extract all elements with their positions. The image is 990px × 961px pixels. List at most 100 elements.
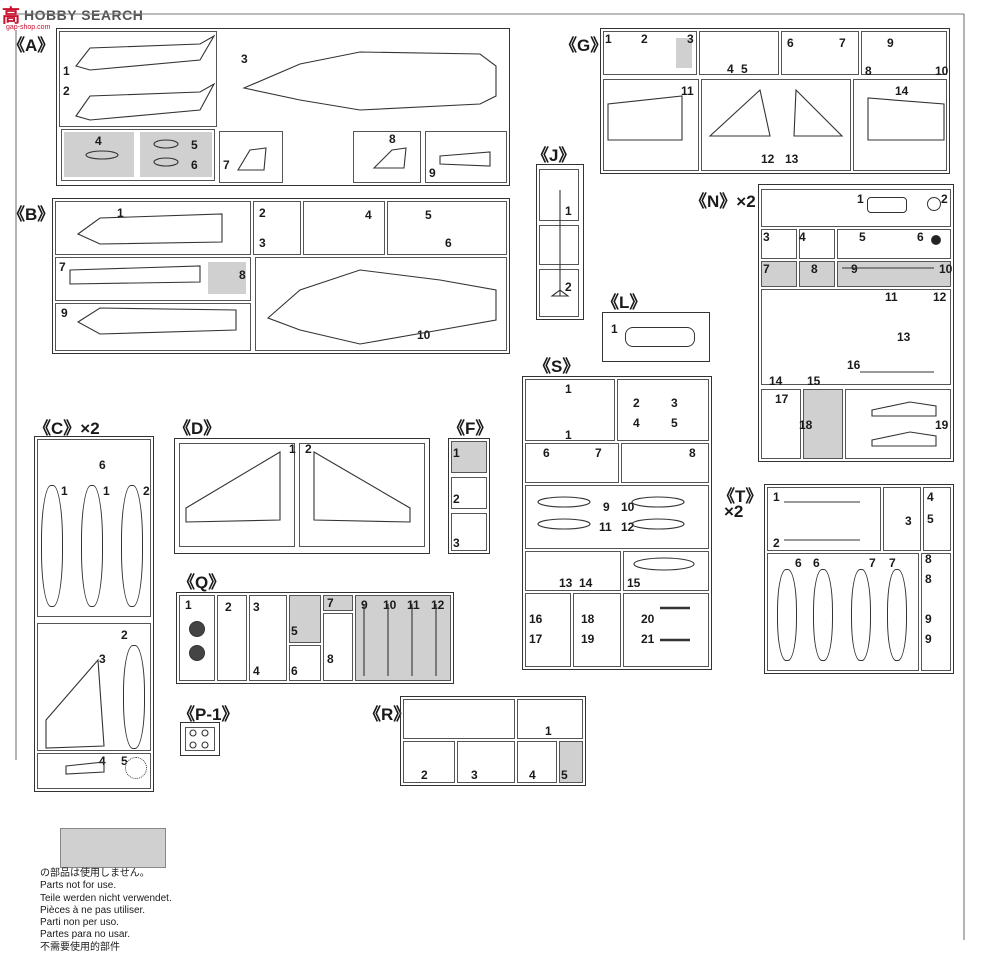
- runner-t-cell-3: [883, 487, 921, 551]
- runner-s-part-3: 3: [671, 396, 678, 410]
- runner-t-tank-7a: [851, 569, 871, 661]
- runner-q-part-12: 12: [431, 598, 445, 612]
- runner-s-cell-1: [525, 379, 615, 441]
- runner-t-part-4: 4: [927, 490, 934, 504]
- runner-s-part-20: 20: [641, 612, 655, 626]
- runner-l-part-1: 1: [611, 322, 618, 336]
- runner-a-fuselage-1: [75, 34, 216, 71]
- runner-g-wing-14: [867, 97, 945, 141]
- runner-g-part-7: 7: [839, 36, 846, 50]
- runner-q-part-1: 1: [185, 598, 192, 612]
- runner-s-pod-11: [537, 518, 591, 530]
- runner-j-part-2: 2: [565, 280, 572, 294]
- runner-q-cell-6: [289, 645, 321, 681]
- runner-n-part-17: 17: [775, 392, 789, 406]
- runner-a-part-4-shape: [85, 150, 119, 160]
- runner-n-part-6-shape: [931, 235, 941, 245]
- runner-b-cell-7: [55, 257, 251, 301]
- runner-j-part-1: 1: [565, 204, 572, 218]
- runner-b-cell-2-3: [253, 201, 301, 255]
- runner-q-shade-5: [289, 595, 321, 643]
- runner-t-tank-6a: [777, 569, 797, 661]
- runner-g-part-4: 4: [727, 62, 734, 76]
- runner-c-tank-2a: [121, 485, 143, 607]
- runner-t-multiplier: ×2: [724, 502, 744, 521]
- runner-s-part-16: 16: [529, 612, 543, 626]
- runner-c-cell-bottom: [37, 753, 151, 789]
- runner-q-part-3: 3: [253, 600, 260, 614]
- runner-a-part-8-shape: [372, 147, 407, 169]
- runner-s-pod-12: [631, 518, 685, 530]
- runner-n-cell-5-6: [837, 229, 951, 259]
- legend-line-es: Partes para no usar.: [40, 929, 131, 941]
- runner-c-part-3: 3: [99, 652, 106, 666]
- runner-t-part-8a: 8: [925, 552, 932, 566]
- runner-g-part-11: 11: [681, 84, 694, 98]
- runner-b-cell-4-5: [303, 201, 385, 255]
- runner-b-label: 《B》: [8, 205, 55, 224]
- runner-g-part-8: 8: [865, 64, 872, 78]
- runner-p1-cell: [185, 727, 215, 751]
- runner-q-part-11: 11: [407, 598, 420, 612]
- runner-s-part-1a: 1: [565, 382, 572, 396]
- runner-g-cell-11: [603, 79, 699, 171]
- runner-a-cell-7: [219, 131, 283, 183]
- runner-p1-part-c: [189, 741, 197, 749]
- runner-d-wing-2: [313, 451, 411, 523]
- runner-q-part-7: 7: [327, 596, 334, 610]
- runner-g-label: 《G》: [560, 36, 608, 55]
- runner-c-cell-mid: [37, 623, 151, 751]
- runner-t-part-1: 1: [773, 490, 780, 504]
- runner-p1-part-d: [201, 741, 209, 749]
- runner-p1-part-b: [201, 729, 209, 737]
- runner-d-wing-1: [185, 451, 281, 523]
- runner-b-upper-fuselage-10: [266, 269, 497, 345]
- runner-t-part-6a: 6: [795, 556, 802, 570]
- runner-s-cell-15: [623, 551, 709, 591]
- runner-s-part-4: 4: [633, 416, 640, 430]
- runner-b-shade-8: [208, 262, 246, 294]
- runner-g-cell-4-5: [699, 31, 779, 75]
- runner-a: 1 2 3 4 5 6 7 8 9: [56, 28, 510, 186]
- runner-n-part-18: 18: [799, 418, 813, 432]
- runner-t-label: 《T》: [718, 487, 763, 506]
- runner-c-tank-1a: [41, 485, 63, 607]
- runner-a-part-9-shape: [439, 151, 491, 167]
- runner-r-part-1: 1: [545, 724, 552, 738]
- runner-s-label: 《S》: [534, 357, 580, 376]
- runner-c-part-2a: 2: [143, 484, 150, 498]
- runner-b-cell-10: [255, 257, 507, 351]
- runner-r-part-2: 2: [421, 768, 428, 782]
- legend-line-ja: の部品は使用しません。: [40, 868, 150, 879]
- runner-n-part-5: 5: [859, 230, 866, 244]
- runner-p1: [180, 722, 220, 756]
- runner-q-part-8: 8: [327, 652, 334, 666]
- runner-c-part-5: 5: [121, 754, 128, 768]
- runner-r-shade-5: [559, 741, 583, 783]
- runner-n-part-1-shape: [867, 197, 907, 213]
- runner-l-label: 《L》: [602, 293, 647, 312]
- runner-n-cell-17: [761, 389, 801, 459]
- runner-a-shade-1: [64, 132, 134, 177]
- runner-a-lower-fuselage-3: [242, 51, 497, 111]
- runner-a-part-3: 3: [241, 52, 248, 66]
- runner-s-part-17: 17: [529, 632, 543, 646]
- runner-s-pod-15: [633, 557, 695, 571]
- runner-a-cell-4-6: [61, 129, 215, 181]
- runner-g-wing-12: [708, 88, 771, 137]
- runner-s-cell-20-21: [623, 593, 709, 667]
- runner-d-part-2: 2: [305, 442, 312, 456]
- runner-q-cell-1: [179, 595, 215, 681]
- runner-q: 1 2 3 4 5 6 7 8 9 10 11 12: [176, 592, 454, 684]
- runner-n-shade-7: [761, 261, 797, 287]
- runner-t-part-7a: 7: [869, 556, 876, 570]
- runner-c-label: 《C》×2: [34, 419, 100, 438]
- runner-a-part-6-shape: [153, 157, 179, 167]
- runner-s-pod-10: [631, 496, 685, 508]
- runner-n-part-7: 7: [763, 262, 770, 276]
- runner-n-part-10: 10: [939, 262, 953, 276]
- runner-s-cell-2-5: [617, 379, 709, 441]
- runner-r-part-4: 4: [529, 768, 536, 782]
- runner-s: 1 1 2 3 4 5 6 7 8 9 10 11 12 13 14 15 16…: [522, 376, 712, 670]
